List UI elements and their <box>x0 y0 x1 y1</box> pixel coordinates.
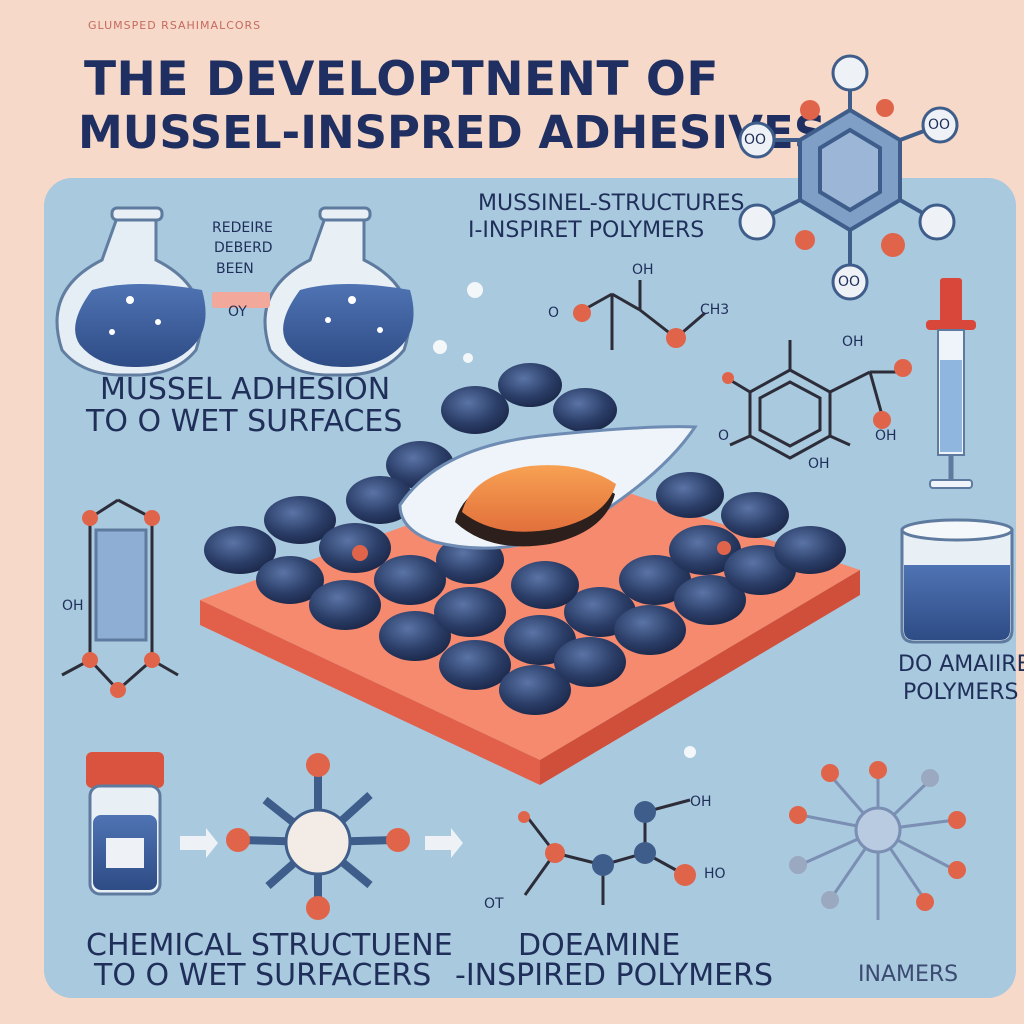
label-structures-line-1: MUSSINEL-STRUCTURES <box>478 191 745 216</box>
flask-note-tag <box>212 292 270 308</box>
atom-ho: HO <box>704 866 726 882</box>
jar-bottom-left <box>86 752 164 896</box>
atom-ch3-2: OH <box>690 794 712 810</box>
atom-o-2: O <box>718 428 730 444</box>
atom-ot: OT <box>484 896 504 912</box>
atom-oo-bottom: OO <box>838 274 861 290</box>
atom-ch3-1: CH3 <box>700 302 730 318</box>
label-mussel-adhesion-line-2: TO O WET SURFACES <box>86 404 403 439</box>
bubbles <box>433 282 696 758</box>
flask-note-2: DEBERD <box>214 240 273 256</box>
flask-note-3: BEEN <box>216 261 254 277</box>
flow-arrows <box>180 828 463 858</box>
atom-oh-3: OH <box>875 428 897 444</box>
atom-oh-5: OH <box>62 598 84 614</box>
label-dopamine-right-line-1: DO AMAIIRE <box>898 652 1024 677</box>
label-structures-line-2: I-INSPIRET POLYMERS <box>468 218 705 243</box>
atom-o-1: O <box>548 305 560 321</box>
atom-oh-2: OH <box>842 334 864 350</box>
syringe <box>926 278 976 489</box>
atom-oo-right: OO <box>928 117 951 133</box>
flask-note-4: OY <box>228 304 247 320</box>
label-chemical-line-2: TO O WET SURFACERS <box>94 958 432 993</box>
label-mussel-adhesion-line-1: MUSSEL ADHESION <box>100 372 391 407</box>
atom-oh-4: OH <box>808 456 830 472</box>
label-dopamine-bottom-line-1: DOEAMINE <box>518 928 681 963</box>
flask-note-1: REDEIRE <box>212 220 273 236</box>
atom-oh-1: OH <box>632 262 654 278</box>
molecule-chain-upper <box>577 280 706 350</box>
molecule-hexagon <box>759 75 941 275</box>
open-mussel <box>398 425 698 550</box>
label-dopamine-bottom-line-2: -INSPIRED POLYMERS <box>455 958 774 993</box>
label-chemical-line-1: CHEMICAL STRUCTUENE <box>86 928 453 963</box>
atom-oo-left: OO <box>744 132 767 148</box>
molecule-column-left <box>61 498 179 692</box>
mussel-cluster <box>204 363 846 715</box>
label-dopamine-right-line-2: POLYMERS <box>903 680 1019 705</box>
beaker-right <box>900 518 1014 644</box>
page-title-line-2: MUSSEL-INSPRED ADHESIVES <box>78 106 827 159</box>
label-inamers: INAMERS <box>858 962 959 987</box>
flask-left <box>55 206 206 377</box>
molecule-star <box>226 753 410 920</box>
flask-middle <box>263 206 414 377</box>
top-caption: GLUMSPED RSAHIMALCORS <box>88 19 262 32</box>
page-title-line-1: THE DEVELOPTNENT OF <box>84 52 719 107</box>
